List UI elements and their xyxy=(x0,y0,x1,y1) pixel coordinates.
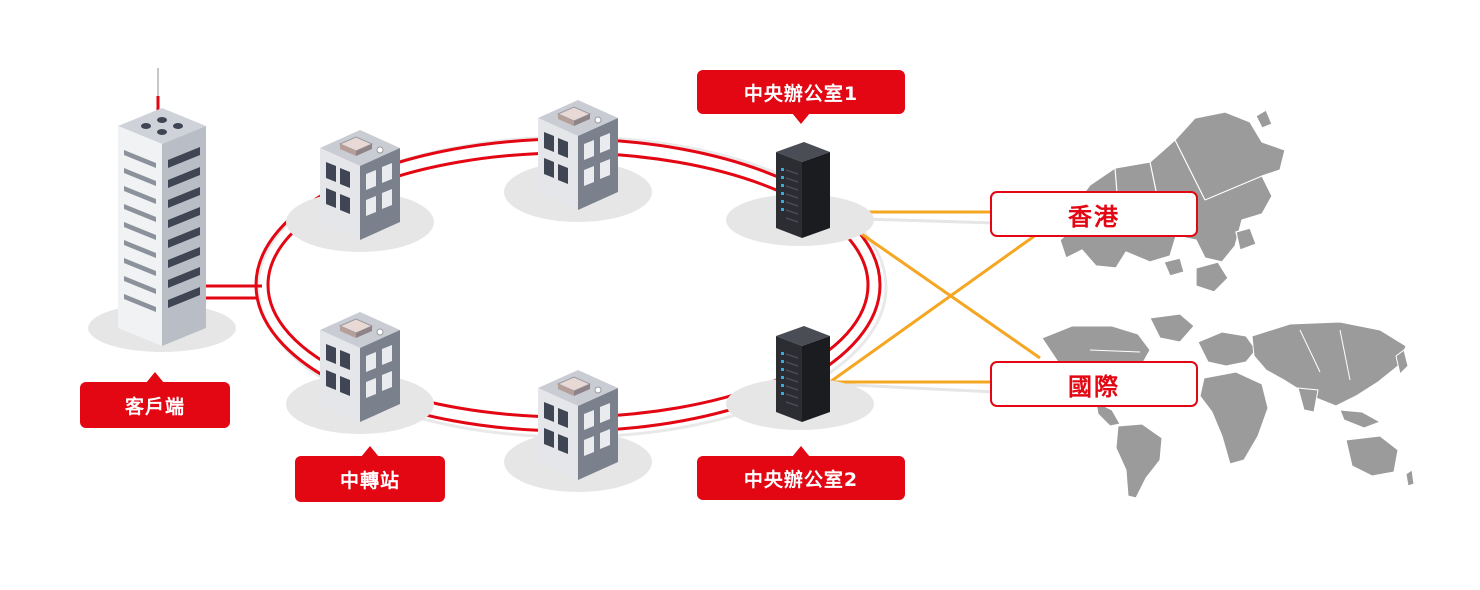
client-label-text: 客戶端 xyxy=(124,395,185,418)
office-building-icon xyxy=(504,370,652,492)
client-label: 客戶端 xyxy=(80,372,230,428)
office1-label: 中央辦公室1 xyxy=(697,70,905,124)
callout-pointer xyxy=(792,446,810,457)
client-skyscraper-icon xyxy=(88,68,236,352)
relay-label-text: 中轉站 xyxy=(339,469,400,492)
international-destination-text: 國際 xyxy=(1068,372,1120,401)
hongkong-destination: 香港 xyxy=(990,191,1198,237)
hongkong-destination-text: 香港 xyxy=(1068,202,1120,231)
office2-label-text: 中央辦公室2 xyxy=(743,468,859,491)
office1-label-text: 中央辦公室1 xyxy=(743,82,859,105)
international-destination: 國際 xyxy=(990,361,1198,407)
callout-pointer xyxy=(146,372,164,383)
office-building-icon xyxy=(286,312,434,434)
server-rack-icon xyxy=(726,326,874,430)
server-rack-icon xyxy=(726,142,874,246)
callout-pointer xyxy=(361,446,379,457)
office-building-icon xyxy=(286,130,434,252)
office2-label: 中央辦公室2 xyxy=(697,446,905,500)
relay-label: 中轉站 xyxy=(295,446,445,502)
office-building-icon xyxy=(504,100,652,222)
callout-pointer xyxy=(792,113,810,124)
